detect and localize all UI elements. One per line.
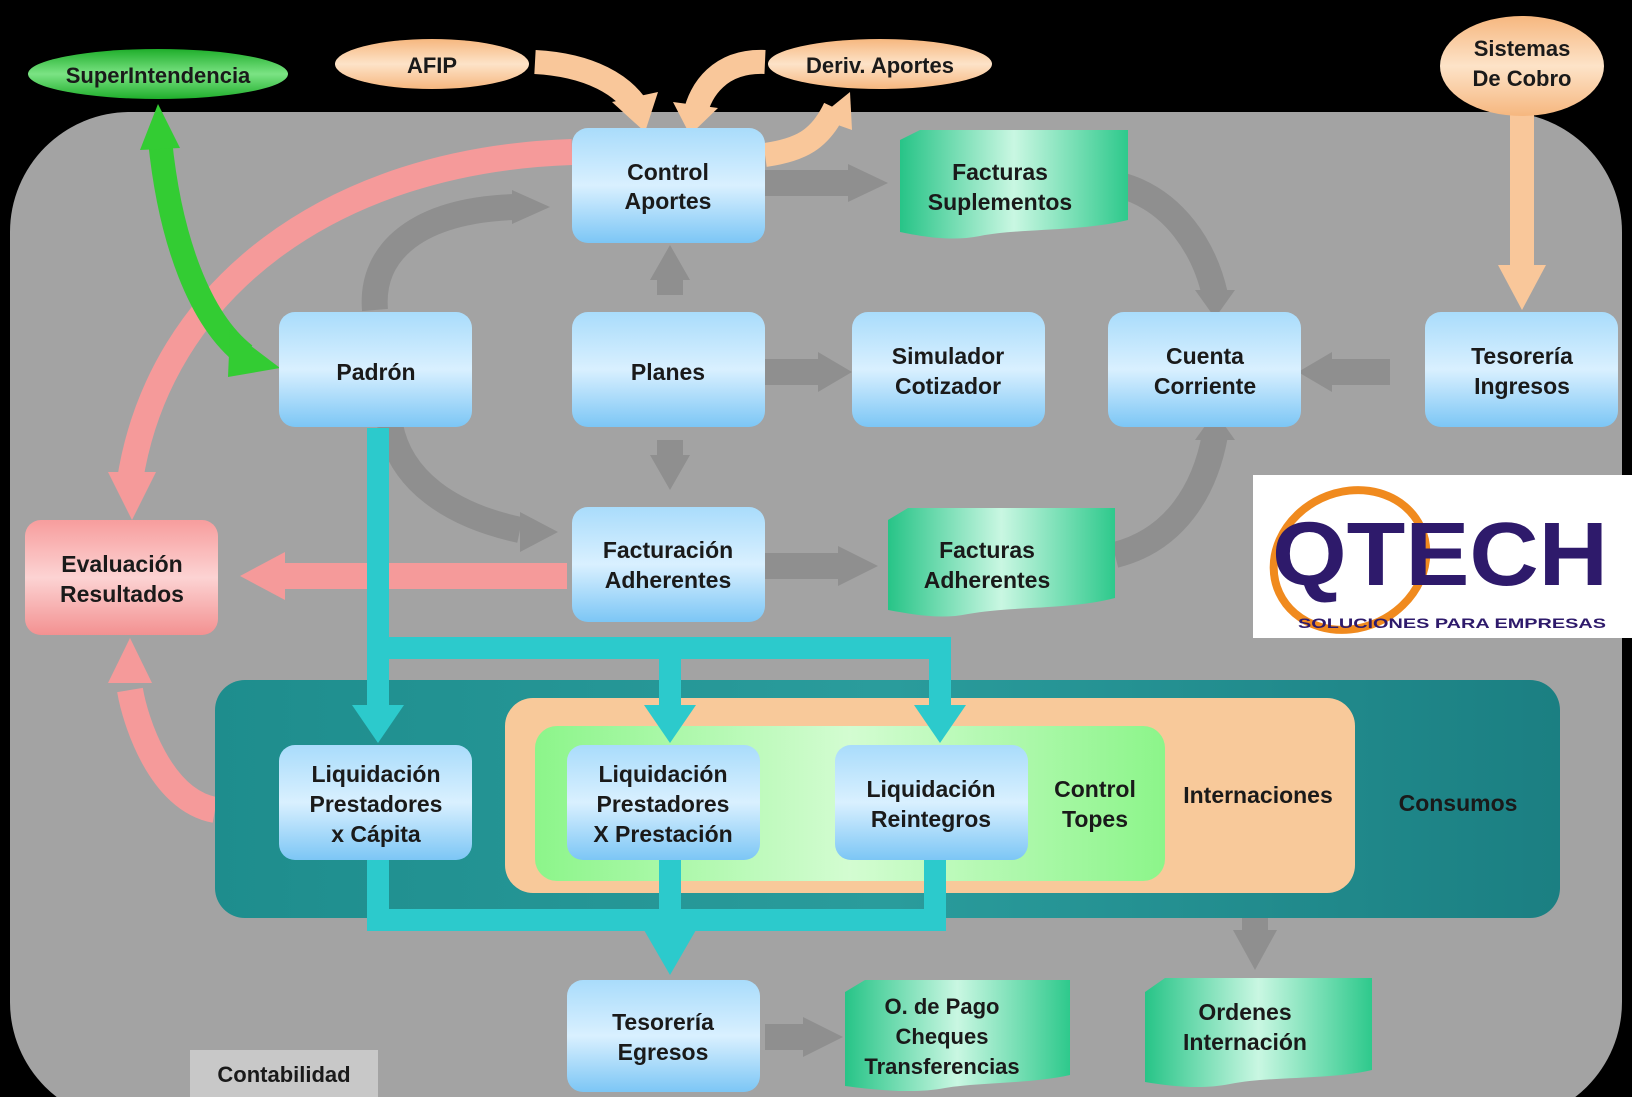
cuenta-corriente-label-2: Corriente (1154, 373, 1256, 399)
internaciones-label: Internaciones (1183, 782, 1333, 808)
facturas-suplementos-label-1: Facturas (952, 159, 1048, 185)
tesoreria-egresos-label-2: Egresos (618, 1039, 709, 1065)
simulador-label-2: Cotizador (895, 373, 1001, 399)
facturacion-label-1: Facturación (603, 537, 733, 563)
liq-reintegros-label-2: Reintegros (871, 806, 991, 832)
ordenes-pago-label-1: O. de Pago (885, 994, 1000, 1019)
facturas-suplementos-label-2: Suplementos (928, 189, 1072, 215)
liq-prestacion-module[interactable]: Liquidación Prestadores X Prestación (567, 745, 760, 860)
orange-arrowheads (612, 92, 1546, 310)
tesoreria-ingresos-label-2: Ingresos (1474, 373, 1570, 399)
tesoreria-ingresos-label-1: Tesorería (1471, 343, 1573, 369)
liq-reintegros-label-1: Liquidación (866, 776, 995, 802)
logo-tagline: SOLUCIONES PARA EMPRESAS (1298, 615, 1606, 631)
gray-arrowheads (512, 164, 1332, 1057)
ordenes-internacion-label-2: Internación (1183, 1029, 1307, 1055)
liq-prestacion-label-2: Prestadores (597, 791, 730, 817)
contabilidad-tab[interactable]: Contabilidad (190, 1050, 378, 1097)
superintendencia-node[interactable]: SuperIntendencia (28, 49, 288, 99)
liq-capita-module[interactable]: Liquidación Prestadores x Cápita (279, 745, 472, 860)
afip-label: AFIP (407, 53, 457, 78)
padron-label: Padrón (336, 359, 415, 385)
liq-capita-label-3: x Cápita (331, 821, 421, 847)
sistemas-cobro-label-1: Sistemas (1474, 36, 1571, 61)
planes-module[interactable]: Planes (572, 312, 765, 427)
planes-label: Planes (631, 359, 705, 385)
deriv-aportes-node[interactable]: Deriv. Aportes (768, 39, 992, 89)
control-topes-label-2: Topes (1062, 806, 1128, 832)
pink-flows (117, 139, 573, 823)
ordenes-internacion-document[interactable]: Ordenes Internación (1145, 978, 1372, 1088)
liq-prestacion-label-1: Liquidación (598, 761, 727, 787)
control-topes-label-1: Control (1054, 776, 1136, 802)
deriv-aportes-label: Deriv. Aportes (806, 53, 954, 78)
afip-node[interactable]: AFIP (335, 39, 529, 89)
facturas-adherentes-document[interactable]: Facturas Adherentes (888, 508, 1115, 617)
liq-prestacion-label-3: X Prestación (593, 821, 732, 847)
evaluacion-label-1: Evaluación (61, 551, 182, 577)
superintendencia-flow (148, 138, 253, 365)
logo-name: QTECH (1272, 505, 1608, 605)
consumos-label: Consumos (1399, 790, 1518, 816)
superintendencia-arrowhead-bottom (228, 330, 280, 377)
facturacion-label-2: Adherentes (605, 567, 732, 593)
ordenes-pago-label-3: Transferencias (864, 1054, 1019, 1079)
ordenes-pago-label-2: Cheques (896, 1024, 989, 1049)
sistemas-cobro-label-2: De Cobro (1473, 66, 1572, 91)
liq-reintegros-module[interactable]: Liquidación Reintegros (835, 745, 1028, 860)
cuenta-corriente-module[interactable]: Cuenta Corriente (1108, 312, 1301, 427)
sistemas-cobro-node[interactable]: Sistemas De Cobro (1440, 16, 1604, 116)
superintendencia-arrowhead-top (140, 104, 180, 150)
tesoreria-egresos-label-1: Tesorería (612, 1009, 714, 1035)
control-aportes-module[interactable]: Control Aportes (572, 128, 765, 243)
liq-capita-label-2: Prestadores (310, 791, 443, 817)
evaluacion-label-2: Resultados (60, 581, 184, 607)
padron-module[interactable]: Padrón (279, 312, 472, 427)
control-aportes-label-2: Aportes (625, 188, 712, 214)
ordenes-pago-document[interactable]: O. de Pago Cheques Transferencias (845, 980, 1070, 1092)
simulador-label-1: Simulador (892, 343, 1005, 369)
teal-flows (367, 428, 951, 935)
facturas-suplementos-document[interactable]: Facturas Suplementos (900, 130, 1128, 239)
evaluacion-module[interactable]: Evaluación Resultados (25, 520, 218, 635)
qtech-logo: QTECH SOLUCIONES PARA EMPRESAS (1253, 475, 1632, 638)
tesoreria-ingresos-module[interactable]: Tesorería Ingresos (1425, 312, 1618, 427)
pink-arrowheads (108, 472, 285, 683)
contabilidad-label: Contabilidad (217, 1062, 350, 1087)
simulador-module[interactable]: Simulador Cotizador (852, 312, 1045, 427)
superintendencia-label: SuperIntendencia (66, 63, 251, 88)
gray-flows (361, 170, 1390, 1050)
facturacion-module[interactable]: Facturación Adherentes (572, 507, 765, 622)
teal-arrowheads (352, 705, 966, 975)
ordenes-internacion-label-1: Ordenes (1198, 999, 1291, 1025)
facturas-adherentes-label-1: Facturas (939, 537, 1035, 563)
liq-capita-label-1: Liquidación (311, 761, 440, 787)
cuenta-corriente-label-1: Cuenta (1166, 343, 1244, 369)
control-aportes-label-1: Control (627, 159, 709, 185)
tesoreria-egresos-module[interactable]: Tesorería Egresos (567, 980, 760, 1092)
facturas-adherentes-label-2: Adherentes (924, 567, 1051, 593)
